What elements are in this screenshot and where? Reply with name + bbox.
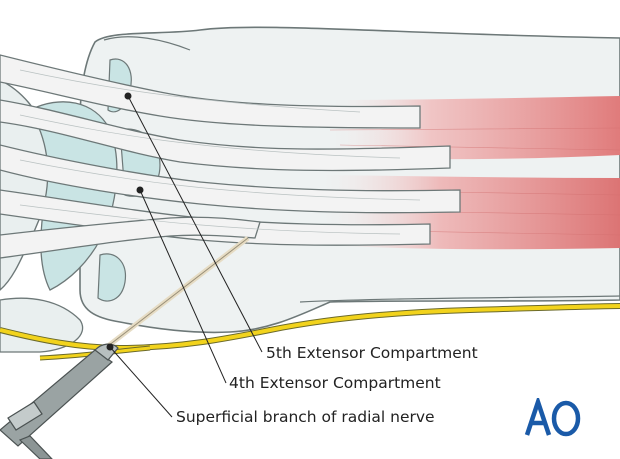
pointer-radial-nerve <box>106 343 114 351</box>
label-4th-extensor-compartment: 4th Extensor Compartment <box>229 374 441 392</box>
label-5th-extensor-compartment: 5th Extensor Compartment <box>266 344 478 362</box>
tendon-fiber-lines <box>19 69 421 235</box>
ao-logo <box>524 398 581 437</box>
pointer-4th-extensor <box>136 186 144 194</box>
leader-5th-extensor <box>127 95 263 353</box>
leader-4th-extensor <box>139 189 227 384</box>
pointer-5th-extensor <box>124 92 132 100</box>
leader-radial-nerve <box>109 346 173 418</box>
label-superficial-radial-nerve: Superficial branch of radial nerve <box>176 408 435 426</box>
extensor-tendons <box>0 54 461 259</box>
leader-lines <box>106 92 263 418</box>
retractor-instrument <box>0 343 119 459</box>
guide-wire <box>106 236 250 348</box>
